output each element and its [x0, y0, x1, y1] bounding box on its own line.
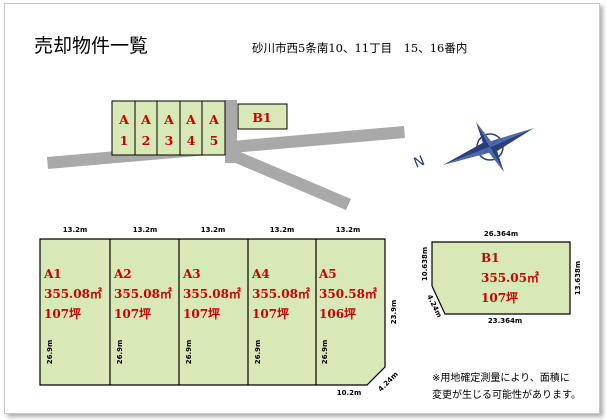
location-map-lots: A 1 A 2 A 3 A 4 A 5 B1 — [111, 100, 288, 156]
map-lot-a3-letter: A — [163, 112, 174, 127]
b1-left-dim: 10.638m — [421, 247, 429, 281]
a1-id: A1 — [43, 267, 62, 281]
road-network — [47, 100, 405, 210]
compass-rose-icon: N — [412, 122, 534, 172]
map-lot-a3-number: 3 — [165, 133, 174, 148]
a-lots-block — [111, 100, 226, 156]
b1-tsubo: 107坪 — [481, 291, 518, 305]
a1-frontage: 13.2m — [63, 226, 88, 234]
a-lots-plan: 13.2m 13.2m 13.2m 13.2m 13.2m A1 355.08㎡… — [39, 226, 400, 397]
b1-area: 355.05㎡ — [481, 270, 539, 285]
a5-corner: 4.24m — [377, 370, 400, 393]
map-lot-a5-letter: A — [208, 112, 219, 127]
diagonal-road — [226, 148, 351, 210]
map-lot-a2-number: 2 — [142, 133, 151, 148]
survey-note-line2: 変更が生じる可能性があります。 — [432, 388, 581, 401]
a4-id: A4 — [251, 267, 270, 281]
map-lot-b1 — [237, 103, 288, 130]
a5-tsubo: 106坪 — [319, 307, 356, 321]
a3-tsubo: 107坪 — [183, 307, 220, 321]
map-lot-a1-number: 1 — [120, 133, 129, 148]
a1-depth: 26.9m — [46, 340, 54, 365]
a4-frontage: 13.2m — [270, 226, 295, 234]
a3-depth: 26.9m — [185, 340, 193, 365]
a5-frontage: 13.2m — [336, 226, 361, 234]
address-text: 砂川市西5条南10、11丁目 15、16番内 — [252, 41, 467, 55]
a5-id: A5 — [318, 267, 337, 281]
survey-note-line1: ※用地確定測量により、面積に — [432, 371, 570, 384]
map-lot-b1-label: B1 — [252, 110, 271, 125]
a2-frontage: 13.2m — [133, 226, 158, 234]
a4-depth: 26.9m — [254, 340, 262, 365]
a3-frontage: 13.2m — [201, 226, 226, 234]
a1-tsubo: 107坪 — [44, 307, 81, 321]
a1-area: 355.08㎡ — [44, 286, 102, 301]
a4-area: 355.08㎡ — [252, 286, 310, 301]
a4-tsubo: 107坪 — [252, 307, 289, 321]
side-road — [225, 100, 237, 163]
a5-area: 350.58㎡ — [319, 286, 377, 301]
a2-tsubo: 107坪 — [114, 307, 151, 321]
a2-depth: 26.9m — [116, 340, 124, 365]
map-lot-a4-number: 4 — [187, 133, 196, 148]
a5-bottom: 10.2m — [337, 389, 362, 397]
map-lot-a1-letter: A — [118, 112, 129, 127]
a3-area: 355.08㎡ — [183, 286, 241, 301]
a2-id: A2 — [113, 267, 132, 281]
a3-id: A3 — [182, 267, 201, 281]
b1-outline — [431, 241, 571, 315]
map-lot-a5-number: 5 — [210, 133, 219, 148]
a5-depth: 26.9m — [321, 340, 329, 365]
b1-bottom-dim: 23.364m — [488, 317, 522, 325]
page-title: 売却物件一覧 — [34, 35, 148, 57]
b1-right-dim: 13.638m — [574, 261, 582, 295]
a2-area: 355.08㎡ — [114, 286, 172, 301]
a5-right-side: 23.9m — [390, 300, 398, 325]
b1-id: B1 — [481, 251, 500, 265]
b1-top-dim: 26.364m — [484, 230, 518, 238]
a-lots-outline — [39, 238, 386, 386]
map-lot-a4-letter: A — [185, 112, 196, 127]
compass-north-label: N — [412, 153, 428, 172]
b1-lot-plan: 26.364m 23.364m 10.638m 13.638m 4.24m B1… — [421, 230, 582, 325]
map-lot-a2-letter: A — [140, 112, 151, 127]
